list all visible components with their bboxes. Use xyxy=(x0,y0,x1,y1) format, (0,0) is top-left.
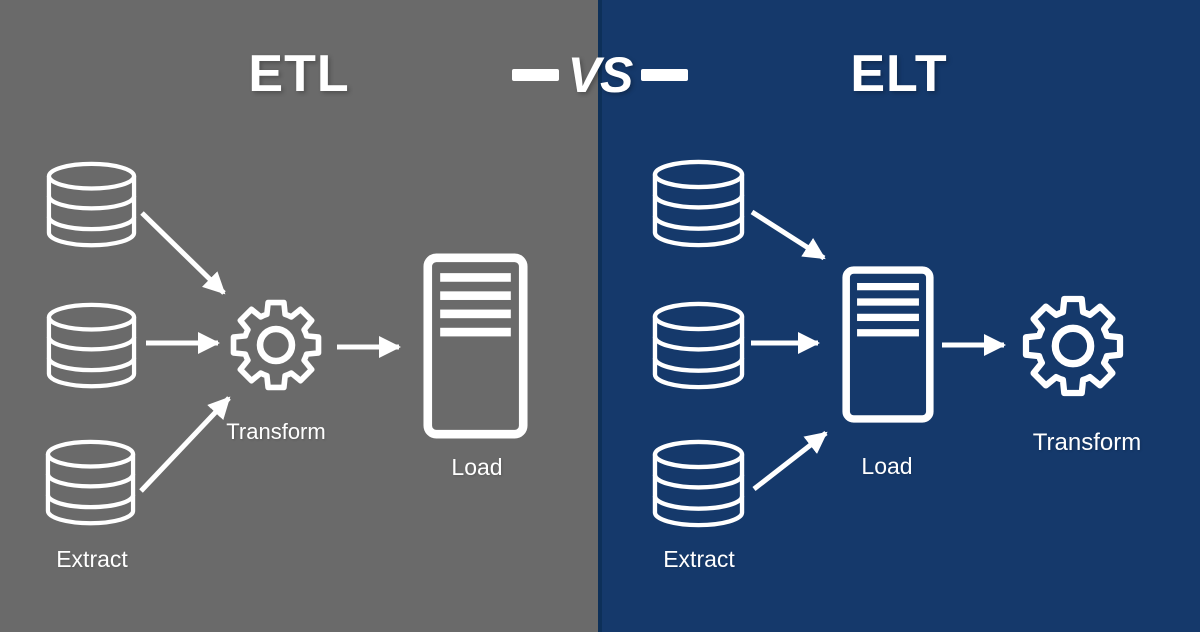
vs-dash-left xyxy=(511,69,559,81)
vs-dash-right xyxy=(641,69,689,81)
etl-extract-label: Extract xyxy=(56,546,128,572)
etl-transform-label: Transform xyxy=(226,419,326,444)
vs-label: VS xyxy=(567,47,634,103)
vs-separator: VS xyxy=(480,50,720,100)
flow-arrow xyxy=(752,431,828,491)
gear-icon xyxy=(230,299,322,391)
etl-title: ETL xyxy=(248,45,350,103)
elt-title: ELT xyxy=(850,45,948,103)
elt-transform-label: Transform xyxy=(1032,429,1142,456)
elt-load-label: Load xyxy=(861,453,913,479)
etl-load-label: Load xyxy=(451,454,503,480)
gear-icon xyxy=(1022,295,1124,397)
flow-arrow xyxy=(140,211,226,295)
flow-arrow xyxy=(750,209,826,261)
flow-arrow xyxy=(139,396,231,493)
elt-extract-label: Extract xyxy=(663,546,735,572)
